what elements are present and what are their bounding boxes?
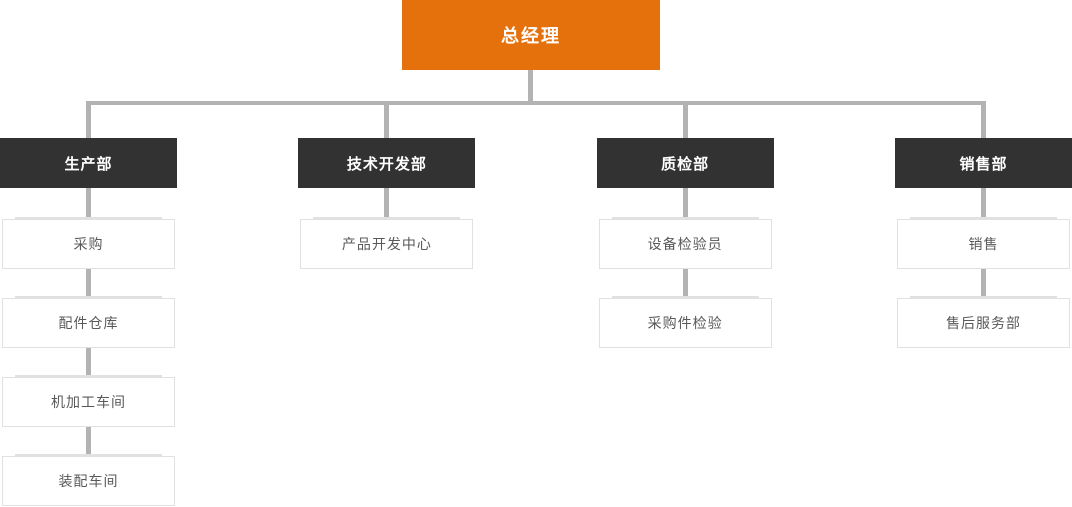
child-node[interactable]: 配件仓库 bbox=[2, 296, 175, 348]
child-node[interactable]: 机加工车间 bbox=[2, 375, 175, 427]
connector-line bbox=[86, 348, 91, 377]
connector-line bbox=[682, 269, 688, 298]
connector-stub bbox=[384, 101, 390, 138]
dept-node-label: 生产部 bbox=[64, 155, 113, 173]
child-node-label: 采购 bbox=[73, 236, 104, 252]
child-node-label: 配件仓库 bbox=[58, 315, 119, 331]
connector-line bbox=[980, 269, 986, 298]
child-node[interactable]: 采购件检验 bbox=[598, 296, 772, 348]
connector-line bbox=[86, 188, 91, 219]
connector-line bbox=[384, 188, 390, 219]
child-node-label: 销售 bbox=[968, 236, 999, 252]
dept-node[interactable]: 技术开发部 bbox=[298, 138, 476, 188]
dept-node-label: 技术开发部 bbox=[346, 155, 427, 173]
dept-node[interactable]: 销售部 bbox=[894, 138, 1072, 188]
org-column: 技术开发部产品开发中心 bbox=[298, 0, 476, 507]
child-node[interactable]: 采购 bbox=[2, 217, 175, 269]
org-column: 质检部设备检验员采购件检验 bbox=[596, 0, 774, 507]
connector-stub bbox=[86, 101, 91, 138]
dept-node[interactable]: 生产部 bbox=[0, 138, 177, 188]
child-node-label: 机加工车间 bbox=[51, 394, 126, 410]
org-column: 销售部销售售后服务部 bbox=[894, 0, 1072, 507]
child-node-label: 售后服务部 bbox=[945, 315, 1021, 331]
connector-line bbox=[980, 188, 986, 219]
child-node-label: 采购件检验 bbox=[647, 315, 723, 331]
child-node-label: 产品开发中心 bbox=[341, 236, 432, 252]
child-node[interactable]: 装配车间 bbox=[2, 454, 175, 506]
connector-stub bbox=[682, 101, 688, 138]
connector-line bbox=[86, 269, 91, 298]
connector-stub bbox=[980, 101, 986, 138]
child-node[interactable]: 设备检验员 bbox=[598, 217, 772, 269]
child-node-label: 装配车间 bbox=[58, 473, 119, 489]
connector-line bbox=[86, 427, 91, 456]
dept-node-label: 销售部 bbox=[959, 155, 1008, 173]
connector-root-drop bbox=[528, 70, 533, 101]
child-node[interactable]: 售后服务部 bbox=[896, 296, 1070, 348]
child-node-label: 设备检验员 bbox=[647, 236, 723, 252]
dept-node-label: 质检部 bbox=[661, 155, 710, 173]
root-node-label: 总经理 bbox=[501, 26, 561, 46]
dept-node[interactable]: 质检部 bbox=[596, 138, 774, 188]
root-node[interactable]: 总经理 bbox=[402, 0, 660, 70]
connector-horizontal-rail bbox=[86, 101, 986, 105]
org-column: 生产部采购配件仓库机加工车间装配车间 bbox=[0, 0, 177, 507]
child-node[interactable]: 产品开发中心 bbox=[300, 217, 474, 269]
connector-line bbox=[682, 188, 688, 219]
child-node[interactable]: 销售 bbox=[896, 217, 1070, 269]
